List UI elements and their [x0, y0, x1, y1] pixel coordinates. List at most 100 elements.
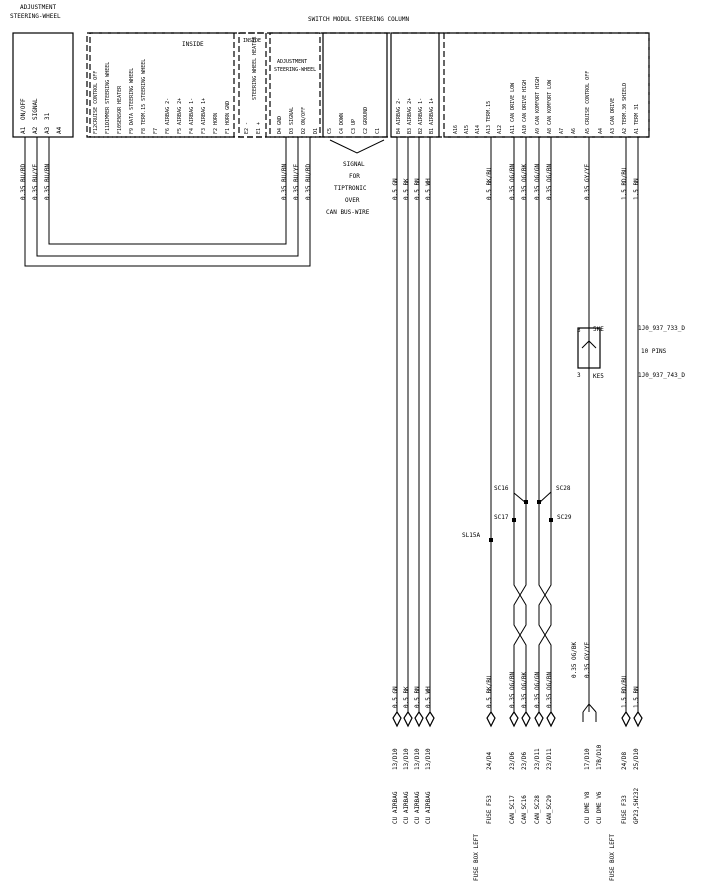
- terminal-dest-10: CU DME V8: [584, 791, 591, 824]
- wire-a9: [538, 137, 552, 712]
- a12-label: A12: [497, 125, 503, 134]
- a14-label: A14: [475, 125, 481, 134]
- b4-label: B4 AIRBAG 2-: [396, 98, 402, 134]
- terminal-pin-a1: [633, 710, 643, 728]
- tiptronic-bracket: [329, 139, 385, 154]
- b2-label: B2 AIRBAG 1-: [418, 98, 424, 134]
- splice-sc29-label: SC29: [557, 514, 572, 521]
- d4-label: D4 GND: [277, 116, 283, 134]
- wire-label-cruise-2: 0.35 GY/YE: [584, 641, 591, 678]
- a13-label: A13 TERM.15: [486, 101, 492, 134]
- f2-label: F2 HORN: [213, 113, 219, 134]
- terminal-dest-1: CU AIRBAG: [392, 791, 399, 824]
- a1-label: A1 TERM 31: [634, 104, 640, 134]
- splice-sc17-label: SC17: [494, 514, 509, 521]
- adjustment-label-1: ON/OFF: [20, 98, 27, 120]
- terminal-ref-3: 13/D10: [414, 748, 421, 770]
- adjustment-title-1: ADJUSTMENT: [20, 4, 57, 11]
- f10-label: F10SENSOR HEATER: [117, 85, 123, 134]
- splice-sc28-dot: [537, 500, 541, 504]
- wire-labels-b-bottom: 0.5 GN 0.5 BK 0.5 BN 0.5 WH: [392, 686, 432, 708]
- wire-label-a10-bottom: 0.35 OG/BK: [521, 671, 528, 708]
- f11-label: F11DIMMER STEERING WHEEL: [105, 62, 111, 134]
- tiptronic-note-2: FOR: [349, 173, 360, 180]
- adjustment-labels: ON/OFF SIGNAL 31 A1 A2 A3 A4: [20, 98, 63, 134]
- terminal-ref-9: 23/D11: [546, 748, 553, 770]
- terminal-dest-7: CAN_SC16: [521, 795, 528, 824]
- wire-a2-d2: [36, 137, 299, 257]
- wire-a10: [513, 137, 527, 712]
- b1-label: B1 AIRBAG 1+: [429, 98, 435, 134]
- terminal-pin-b2: [414, 710, 424, 728]
- splice-sc29-dot: [549, 518, 553, 522]
- wire-label-b4-bottom: 0.5 GN: [392, 686, 399, 708]
- d1-label: D1: [313, 128, 319, 134]
- f3-label: F3 AIRBAG 1+: [201, 98, 207, 134]
- wire-label-a13-bottom: 0.5 BK/BU: [486, 675, 493, 708]
- e-group-frame: [238, 32, 267, 138]
- connector-name-top: 5KE: [593, 326, 604, 333]
- wire-label-a1: 0.35 BU/RD: [20, 163, 27, 200]
- adjustment-pin-a3: A3: [44, 126, 51, 134]
- splice-sl15a-label: SL15A: [462, 532, 480, 539]
- tiptronic-note-3: TIPTRONIC: [334, 185, 367, 192]
- wire-label-a8-top: 0.35 OG/BN: [546, 163, 553, 200]
- terminal-dest-4: CU AIRBAG: [425, 791, 432, 824]
- splice-sc16-dot: [524, 500, 528, 504]
- wire-label-a9-top: 0.35 OG/GN: [534, 163, 541, 200]
- wire-label-a1-top: 1.5 BN: [633, 178, 640, 200]
- fuse-box-left-label-1: FUSE BOX LEFT: [473, 834, 480, 881]
- connector-arrow-icon: [581, 340, 597, 349]
- connector-pin-bottom: 3: [577, 372, 581, 379]
- terminal-ref-13: 25/D10: [633, 748, 640, 770]
- wire-label-a11-bottom: 0.35 OG/BN: [509, 671, 516, 708]
- connector-pin-top: 3: [577, 327, 581, 334]
- wire-labels-b-top: 0.5 GN 0.5 BK 0.5 BN 0.5 WH: [392, 178, 432, 200]
- connector-pins: 10 PINS: [641, 348, 667, 355]
- wire-label-b1-top: 0.5 WH: [425, 178, 432, 200]
- adjustment-box: [12, 32, 74, 138]
- terminal-dest-9: CAN_SC29: [546, 795, 553, 824]
- terminal-dest-5: FUSE F53: [486, 795, 493, 824]
- connector-name-bottom: KE5: [593, 373, 604, 380]
- wire-labels-a-bottom: 0.5 BK/BU 0.35 OG/BN 0.35 OG/BK 0.35 OG/…: [486, 641, 640, 708]
- terminal-destinations: CU AIRBAG CU AIRBAG CU AIRBAG CU AIRBAG …: [392, 787, 640, 881]
- f-group-frame: [89, 32, 235, 138]
- f5-label: F5 AIRBAG 2+: [177, 98, 183, 134]
- terminal-ref-4: 13/D10: [425, 748, 432, 770]
- c-group-frame: [322, 32, 388, 138]
- d2-label: D2 ON/OFF: [301, 107, 307, 134]
- terminal-dest-6: CAN_SC17: [509, 795, 516, 824]
- terminal-pin-a11: [509, 710, 519, 728]
- terminal-pin-a13: [486, 710, 496, 728]
- terminal-pin-a8: [546, 710, 556, 728]
- tiptronic-note-4: OVER: [345, 197, 360, 204]
- terminal-dest-3: CU AIRBAG: [414, 791, 421, 824]
- switch-module-title: SWITCH MODUL STEERING COLUMN: [308, 16, 410, 23]
- wire-labels-a-top: 0.5 BK/BU 0.35 OG/BN 0.35 OG/BK 0.35 OG/…: [486, 163, 640, 200]
- wire-a8: [538, 137, 552, 712]
- a16-label: A16: [453, 125, 459, 134]
- wire-label-a5-top: 0.35 GY/YE: [584, 163, 591, 200]
- wire-label-cruise-1: 0.35 OG/BK: [571, 641, 578, 678]
- a8-label: A8 CAN KOMFORT LOW: [547, 79, 553, 134]
- c3-label: C3 UP: [351, 119, 357, 134]
- a10-label: A10 CAN DRIVE HIGH: [522, 80, 528, 134]
- wire-label-a10-top: 0.35 OG/BK: [521, 163, 528, 200]
- terminal-pin-a2: [621, 710, 631, 728]
- a15-label: A15: [464, 125, 470, 134]
- a3-label: A3 CAN DRIVE: [610, 98, 616, 134]
- wire-label-b1-bottom: 0.5 WH: [425, 686, 432, 708]
- f8-label: F8 TERM.15 STEERING WHEEL: [141, 59, 147, 134]
- terminal-pin-cruise: [582, 700, 597, 722]
- e1-pin: E1 +: [256, 122, 262, 134]
- e-group-label: STEERING WHEEL HEATER: [252, 36, 258, 100]
- terminal-ref-7: 23/D6: [521, 752, 528, 770]
- terminal-dest-11: CU DME V6: [596, 791, 603, 824]
- wire-label-b3-top: 0.5 BK: [403, 178, 410, 200]
- connector-body: [577, 327, 601, 369]
- f1-label: F1 HORN GND: [225, 101, 231, 134]
- a-group-frame: [443, 32, 650, 138]
- wire-label-d1: 0.35 BU/RD: [305, 163, 312, 200]
- b-group-frame: [390, 32, 440, 138]
